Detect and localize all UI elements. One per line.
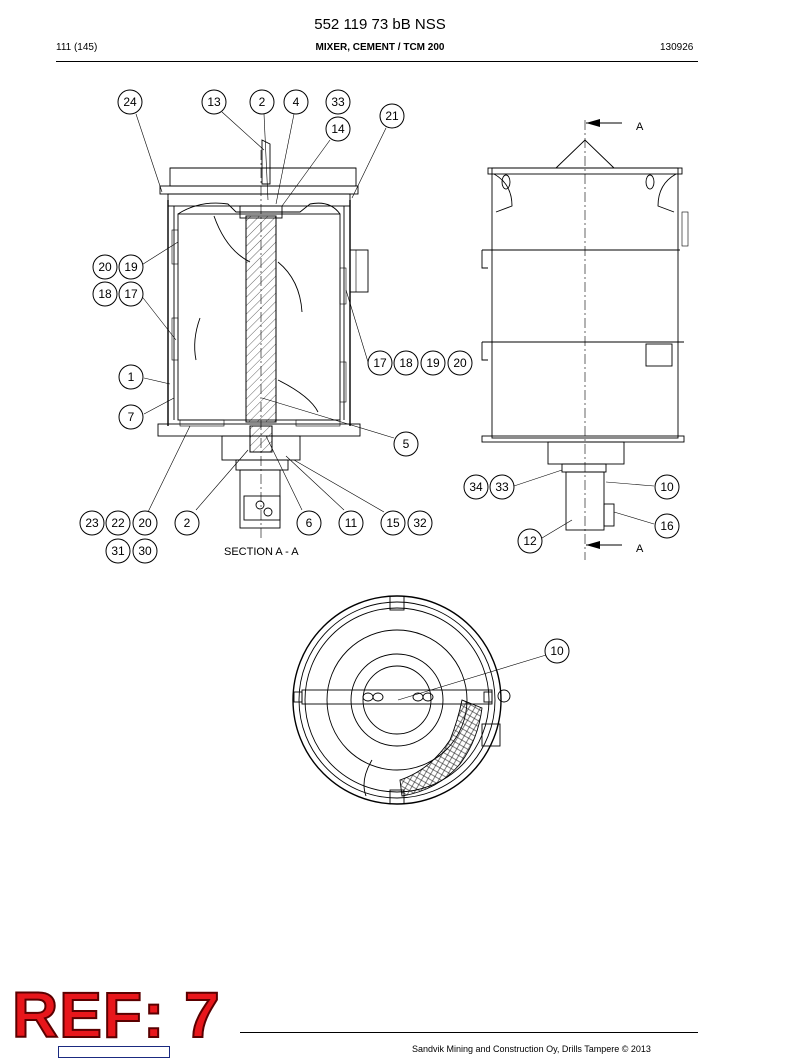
callout-33-side: 33 [489,474,515,500]
callout-34: 34 [463,474,489,500]
svg-text:18: 18 [98,287,112,301]
callout-19-left: 19 [118,254,144,280]
document-title: 552 119 73 bB NSS [314,16,446,33]
callout-2-bottom: 2 [174,510,200,536]
top-view-drawing [292,595,511,805]
svg-text:34: 34 [469,480,483,494]
svg-text:1: 1 [128,370,135,384]
callout-12: 12 [517,528,543,554]
callout-18-left: 18 [92,281,118,307]
svg-text:6: 6 [306,516,313,530]
svg-text:33: 33 [331,95,345,109]
top-callouts: 10 [544,638,570,664]
ref-stamp: REF: 7 [11,979,221,1051]
svg-text:4: 4 [293,95,300,109]
svg-text:17: 17 [124,287,138,301]
footer-rule [240,1032,698,1033]
svg-text:7: 7 [128,410,135,424]
callout-23: 23 [79,510,105,536]
side-view-drawing [481,119,689,560]
callout-10-side: 10 [654,474,680,500]
header-rule [56,61,698,62]
section-view-leaders [135,111,395,513]
top-view-leader [397,651,557,701]
callout-33: 33 [325,89,351,115]
callout-16: 16 [654,513,680,539]
callout-14: 14 [325,116,351,142]
callout-21: 21 [379,103,405,129]
callout-19-right: 19 [420,350,446,376]
callout-6: 6 [296,510,322,536]
svg-text:24: 24 [123,95,137,109]
section-marker-bottom: A [636,543,644,555]
svg-text:21: 21 [385,109,399,123]
callout-22: 22 [105,510,131,536]
callout-13: 13 [201,89,227,115]
callout-18-right: 18 [393,350,419,376]
document-subtitle: MIXER, CEMENT / TCM 200 [315,42,445,53]
svg-text:16: 16 [660,519,674,533]
svg-text:12: 12 [523,534,537,548]
callout-31: 31 [105,538,131,564]
callout-32: 32 [407,510,433,536]
svg-text:31: 31 [111,544,125,558]
callout-17-left: 17 [118,281,144,307]
svg-text:23: 23 [85,516,99,530]
callout-4: 4 [283,89,309,115]
svg-text:20: 20 [453,356,467,370]
svg-text:10: 10 [550,644,564,658]
svg-text:19: 19 [124,260,138,274]
svg-text:22: 22 [111,516,125,530]
svg-text:18: 18 [399,356,413,370]
svg-text:33: 33 [495,480,509,494]
callout-10-top: 10 [544,638,570,664]
callout-5: 5 [393,431,419,457]
section-callouts: 24 13 2 4 33 14 21 20 19 18 17 1 7 5 17 … [79,89,473,564]
svg-text:13: 13 [207,95,221,109]
callout-30: 30 [132,538,158,564]
section-label: SECTION A - A [224,546,299,558]
callout-15: 15 [380,510,406,536]
svg-text:20: 20 [138,516,152,530]
callout-20-right: 20 [447,350,473,376]
svg-text:2: 2 [259,95,266,109]
svg-text:19: 19 [426,356,440,370]
callout-17-right: 17 [367,350,393,376]
section-view-drawing [157,139,369,540]
svg-text:32: 32 [413,516,427,530]
section-marker-top: A [636,121,644,133]
svg-text:30: 30 [138,544,152,558]
svg-text:15: 15 [386,516,400,530]
side-callouts: 34 33 10 16 12 [463,474,680,554]
callout-24: 24 [117,89,143,115]
callout-20-bottom: 20 [132,510,158,536]
svg-text:10: 10 [660,480,674,494]
page-number: 111 (145) [56,42,98,53]
document-date: 130926 [660,42,694,53]
callout-7: 7 [118,404,144,430]
callout-11: 11 [338,510,364,536]
footer-copyright: Sandvik Mining and Construction Oy, Dril… [412,1044,651,1054]
svg-text:20: 20 [98,260,112,274]
svg-text:17: 17 [373,356,387,370]
svg-text:2: 2 [184,516,191,530]
svg-text:11: 11 [345,516,358,530]
svg-text:14: 14 [331,122,345,136]
callout-1: 1 [118,364,144,390]
callout-20-left: 20 [92,254,118,280]
side-view-leaders [513,469,655,539]
svg-text:5: 5 [403,437,410,451]
callout-2: 2 [249,89,275,115]
